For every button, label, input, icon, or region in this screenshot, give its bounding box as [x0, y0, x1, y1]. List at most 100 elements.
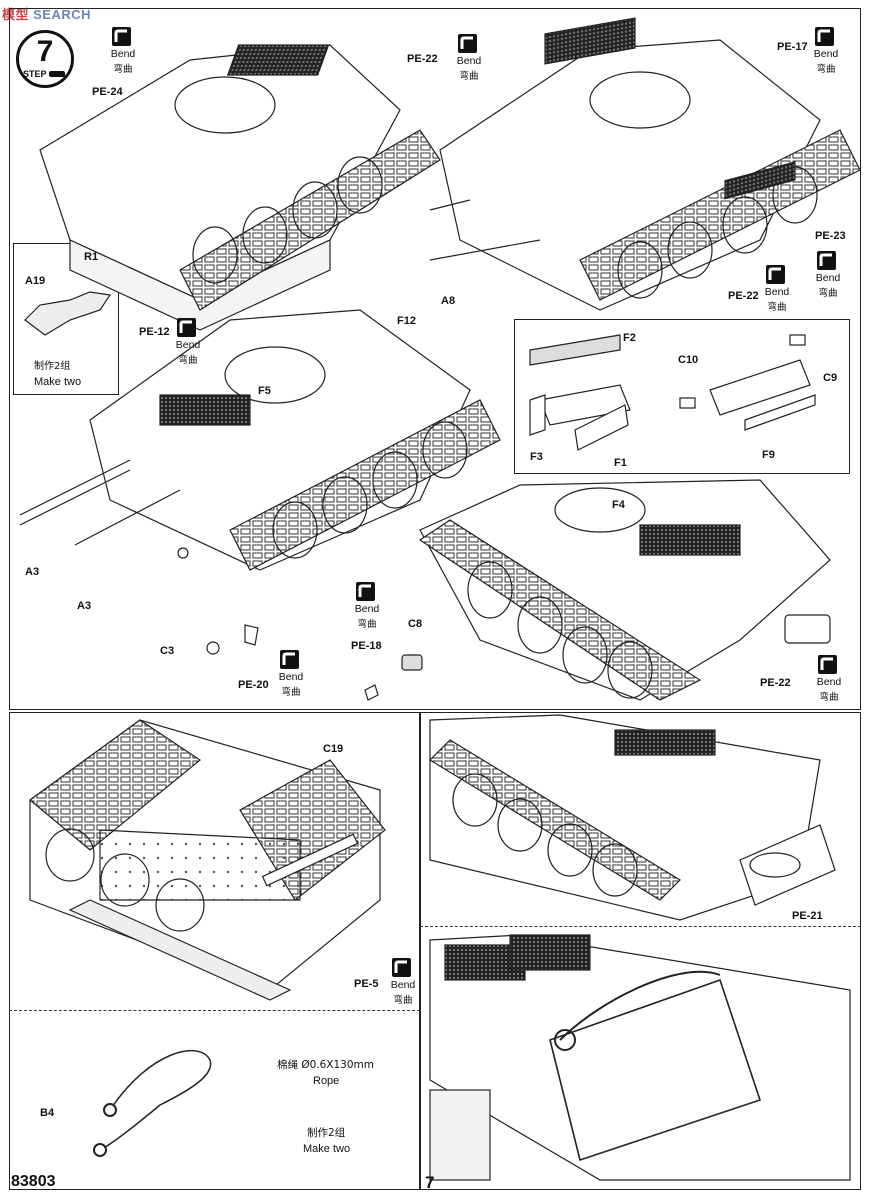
bend-icon [766, 265, 785, 284]
part-label-pe23: PE-23 [815, 230, 846, 242]
part-label-c9: C9 [823, 372, 838, 384]
step-number: 7 [36, 35, 54, 68]
part-label-f2: F2 [623, 332, 636, 344]
bend-callout: Bend 弯曲 [765, 265, 828, 317]
part-label-f3: F3 [530, 451, 543, 463]
part-label-c8: C8 [408, 618, 423, 630]
tank-drawing-1 [39, 44, 441, 331]
rope-spec-cn: 棉绳 Ø0.6X130mm [277, 1059, 374, 1071]
bend-label-cn: 弯曲 [178, 355, 198, 366]
divider-line [420, 926, 861, 927]
part-label-c3: C3 [160, 645, 175, 657]
bend-label: Bend [278, 671, 304, 683]
watermark-logo: 模型 SEARCH [2, 4, 91, 23]
divider-line [9, 1010, 420, 1011]
bottom-left-panel [9, 712, 420, 1190]
bend-icon [280, 650, 299, 669]
tank-icon [49, 71, 65, 77]
bend-icon [817, 251, 836, 270]
bend-label: Bend [110, 48, 136, 60]
bend-label-cn: 弯曲 [113, 64, 133, 75]
part-label-pe22: PE-22 [407, 53, 438, 65]
bend-callout: Bend 弯曲 [457, 34, 520, 86]
bend-callout: Bend 弯曲 [176, 318, 239, 370]
bend-callout: Bend 弯曲 [817, 655, 869, 707]
tank-underside-drawing [29, 719, 386, 1001]
bend-icon [392, 958, 411, 977]
bend-callout: Bend 弯曲 [355, 582, 418, 634]
bend-label: Bend [764, 286, 790, 298]
bend-label: Bend [390, 979, 416, 991]
bottom-right-panel [420, 712, 861, 1190]
watermark-search: SEARCH [33, 7, 92, 22]
bend-label-cn: 弯曲 [767, 302, 787, 313]
part-label-a19: A19 [25, 275, 46, 287]
tank-rear-drawing [429, 714, 836, 921]
part-label-c10: C10 [678, 354, 699, 366]
part-label-f9: F9 [762, 449, 775, 461]
bend-icon [815, 27, 834, 46]
bend-label-cn: 弯曲 [357, 619, 377, 630]
bend-label-cn: 弯曲 [459, 71, 479, 82]
part-label-f12: F12 [397, 315, 416, 327]
small-parts-drawing [24, 291, 423, 701]
part-label-pe12: PE-12 [139, 326, 170, 338]
bend-callout: Bend 弯曲 [816, 251, 869, 303]
part-label-pe21: PE-21 [792, 910, 823, 922]
tank-rear-closeup-drawing [429, 934, 851, 1181]
bend-callout: Bend 弯曲 [279, 650, 342, 702]
part-label-f5: F5 [258, 385, 271, 397]
bend-icon [458, 34, 477, 53]
part-label-a8: A8 [441, 295, 456, 307]
part-label-pe20: PE-20 [238, 679, 269, 691]
subassembly-a19-box [13, 243, 119, 395]
bend-label: Bend [815, 272, 841, 284]
step-badge: 7 STEP [16, 30, 74, 88]
bend-label: Bend [354, 603, 380, 615]
bend-label: Bend [175, 339, 201, 351]
tank-drawing-3 [19, 309, 501, 571]
make-two-cn: 制作2组 [307, 1127, 346, 1139]
part-label-pe24: PE-24 [92, 86, 123, 98]
bend-callout: Bend 弯曲 [111, 27, 174, 79]
part-label-b4: B4 [40, 1107, 55, 1119]
part-label-pe22: PE-22 [760, 677, 791, 689]
rope-drawing [93, 1049, 212, 1157]
make-two-cn: 制作2组 [34, 361, 71, 372]
page-number: 7 [425, 1173, 435, 1192]
part-label-pe17: PE-17 [777, 41, 808, 53]
bend-label-cn: 弯曲 [393, 995, 413, 1006]
part-label-r1: R1 [84, 251, 99, 263]
rope-label-en: Rope [313, 1075, 340, 1087]
bend-callout: Bend 弯曲 [814, 27, 869, 79]
part-label-a3: A3 [25, 566, 40, 578]
bend-label: Bend [813, 48, 839, 60]
part-label-pe22: PE-22 [728, 290, 759, 302]
make-two-en: Make two [34, 376, 82, 388]
part-label-pe18: PE-18 [351, 640, 382, 652]
bend-icon [818, 655, 837, 674]
part-label-c19: C19 [323, 743, 344, 755]
bend-label-cn: 弯曲 [281, 687, 301, 698]
bend-label-cn: 弯曲 [818, 288, 838, 299]
part-label-a3: A3 [77, 600, 92, 612]
bend-icon [356, 582, 375, 601]
bend-icon [177, 318, 196, 337]
part-label-f1: F1 [614, 457, 627, 469]
bend-label-cn: 弯曲 [819, 692, 839, 703]
bend-label: Bend [816, 676, 842, 688]
part-label-f4: F4 [612, 499, 625, 511]
watermark-text: 模型 [2, 7, 30, 22]
part-label-pe5: PE-5 [354, 978, 379, 990]
kit-code: 83803 [11, 1173, 56, 1190]
bend-label: Bend [456, 55, 482, 67]
make-two-en: Make two [303, 1143, 351, 1155]
main-step-panel [9, 8, 861, 710]
tank-drawing-4 [418, 479, 831, 701]
subassembly-f-parts-box [514, 319, 850, 474]
f-parts-drawing [529, 161, 816, 451]
bend-label-cn: 弯曲 [816, 64, 836, 75]
bend-callout: Bend 弯曲 [391, 958, 454, 1010]
bend-icon [112, 27, 131, 46]
